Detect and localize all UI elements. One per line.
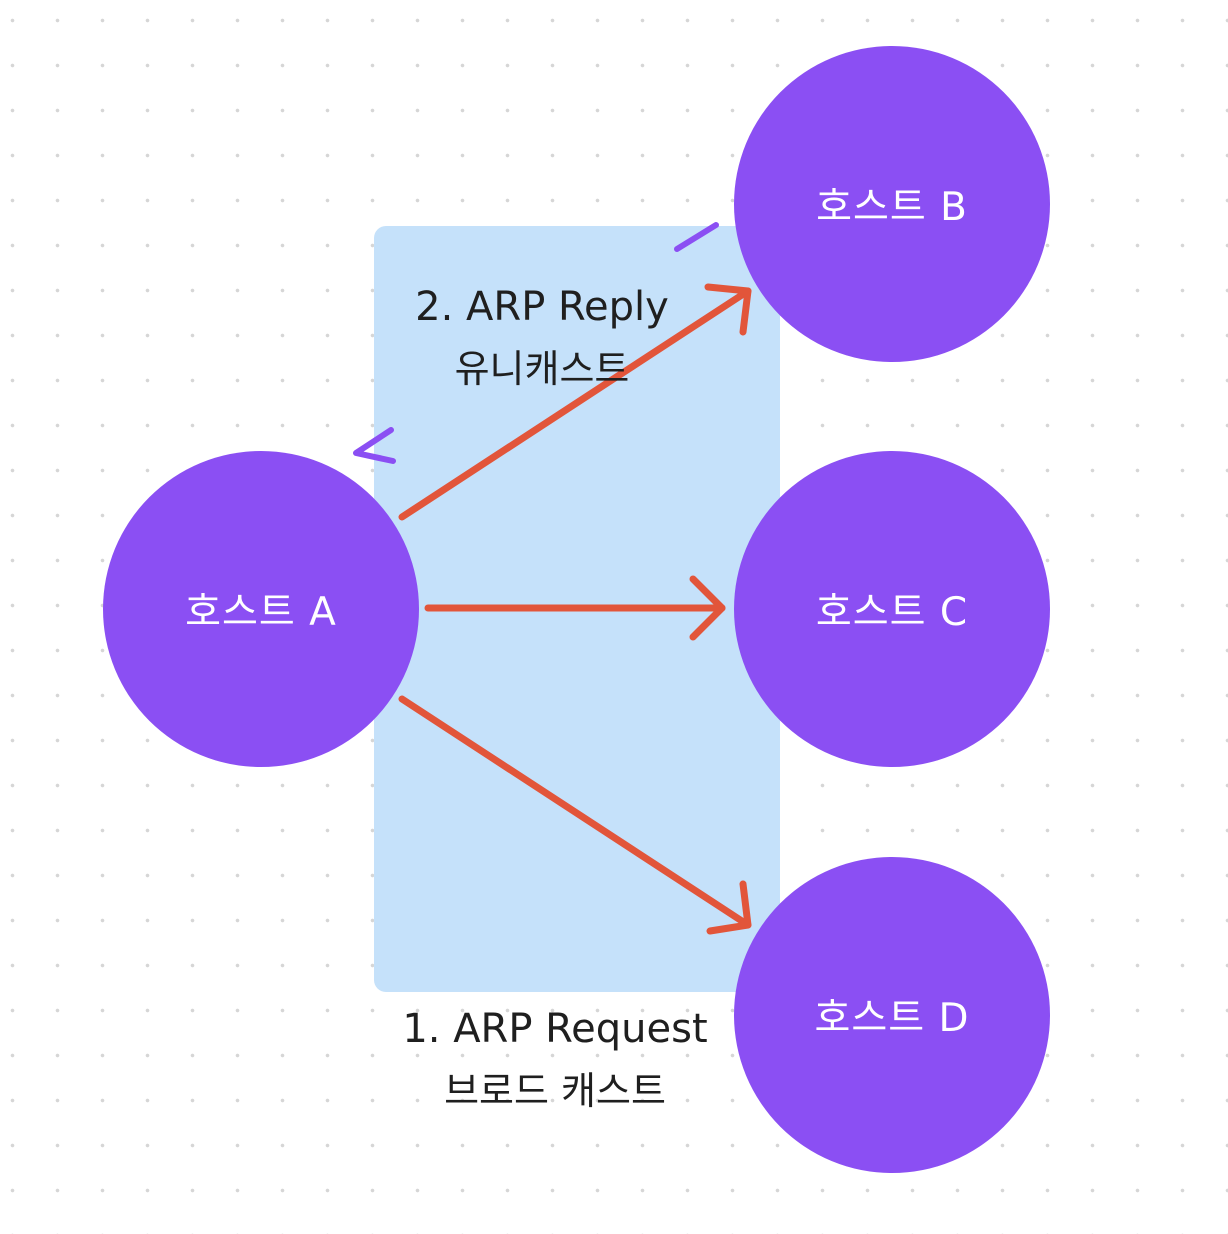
host-a-label: 호스트 A: [185, 590, 337, 635]
arp-reply-title: 2. ARP Reply: [415, 284, 669, 330]
arp-request-caption: 1. ARP Request 브로드 캐스트: [380, 998, 730, 1122]
arp-request-subtitle: 브로드 캐스트: [444, 1069, 666, 1113]
request-arrow-to-d: [398, 695, 752, 935]
host-a-node: 호스트 A: [103, 451, 419, 767]
arp-reply-caption: 2. ARP Reply 유니캐스트: [392, 276, 692, 400]
request-arrow-to-c: [424, 575, 726, 641]
host-d-node: 호스트 D: [734, 857, 1050, 1173]
request-arrow-to-b: [398, 283, 752, 521]
host-b-node: 호스트 B: [734, 46, 1050, 362]
host-c-label: 호스트 C: [815, 590, 969, 635]
host-b-label: 호스트 B: [816, 185, 968, 230]
host-c-node: 호스트 C: [734, 451, 1050, 767]
reply-arrow-to-a: [353, 222, 719, 464]
arp-reply-subtitle: 유니캐스트: [454, 347, 630, 391]
arp-request-title: 1. ARP Request: [402, 1006, 708, 1052]
host-d-label: 호스트 D: [814, 996, 970, 1041]
